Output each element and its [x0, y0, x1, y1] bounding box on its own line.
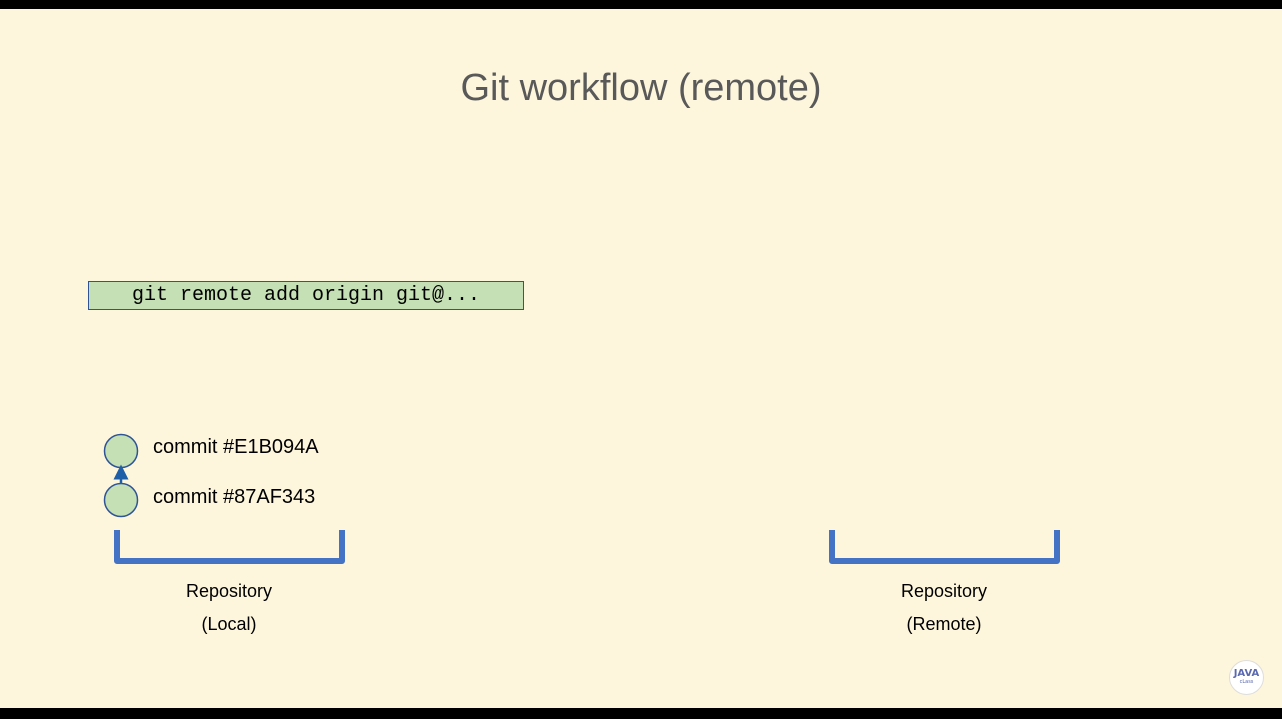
- commit-label-latest: commit #E1B094A: [153, 436, 319, 458]
- commit-label-parent: commit #87AF343: [153, 486, 316, 508]
- remote-repo-label: Repository (Remote): [854, 575, 1034, 641]
- local-repo-label-line1: Repository: [185, 581, 273, 601]
- commit-node-latest: [103, 433, 139, 469]
- remote-repo-bracket: [829, 530, 1060, 564]
- slide-title: Git workflow (remote): [460, 67, 822, 109]
- git-command-box: git remote add origin git@...: [88, 281, 524, 310]
- diagram-shapes: [103, 433, 1060, 564]
- local-repo-label: Repository (Local): [139, 575, 319, 641]
- commit-node-parent: [103, 482, 139, 518]
- java-class-logo: JAVA cLass: [1229, 660, 1264, 695]
- remote-repo-label-line1: Repository: [900, 581, 988, 601]
- remote-repo-label-line2: (Remote): [906, 614, 982, 634]
- local-repo-label-line2: (Local): [201, 614, 257, 634]
- logo-text: JAVA: [1233, 668, 1260, 679]
- local-repo-bracket: [114, 530, 345, 564]
- logo-subtext: cLass: [1239, 679, 1254, 685]
- slide: Git workflow (remote) git remote add ori…: [0, 9, 1282, 708]
